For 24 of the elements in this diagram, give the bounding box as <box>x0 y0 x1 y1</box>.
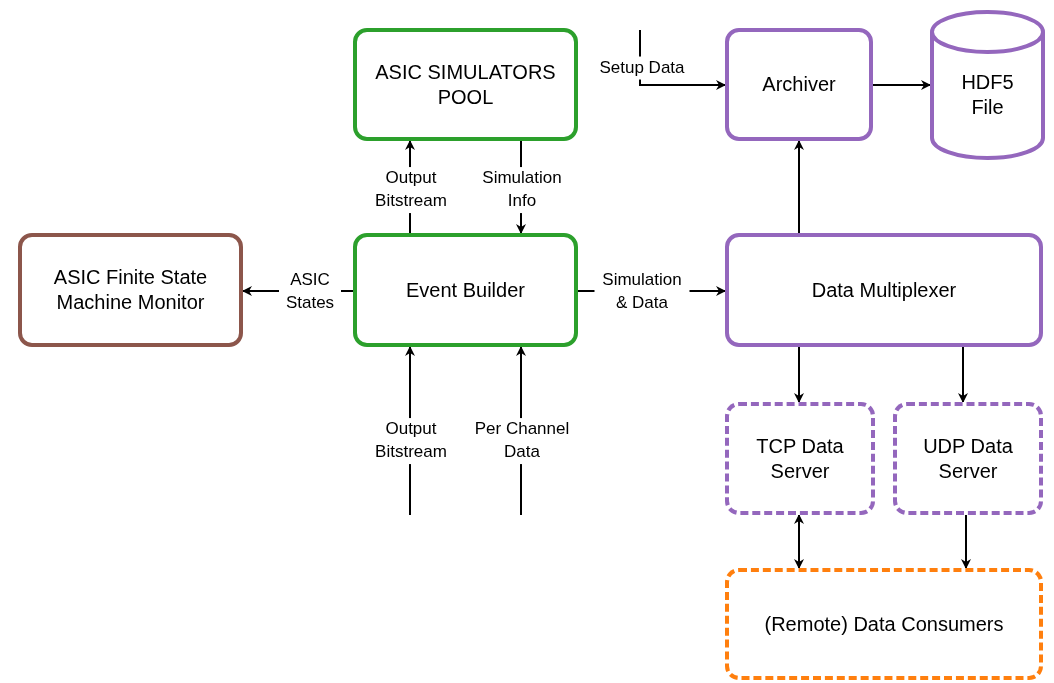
arrow <box>794 346 804 403</box>
node-label: Event Builder <box>405 277 526 303</box>
server-box <box>893 402 1043 515</box>
node-label: ASIC Finite State Machine Monitor <box>52 265 209 315</box>
process-box <box>353 233 578 347</box>
node-label: ASIC SIMULATORS POOL <box>374 59 557 110</box>
arrow <box>794 140 804 234</box>
node-label: Data Multiplexer <box>810 277 958 303</box>
server-box <box>725 402 875 515</box>
arrow <box>872 80 931 90</box>
process-box <box>725 233 1043 347</box>
node-label: (Remote) Data Consumers <box>763 611 1005 637</box>
node-label: HDF5 File <box>960 70 1015 120</box>
process-box <box>725 28 873 141</box>
arrow <box>794 514 804 569</box>
node-label: TCP Data Server <box>755 433 845 484</box>
node-label: UDP Data Server <box>922 433 1014 484</box>
process-box <box>353 28 578 141</box>
arrow <box>961 514 971 569</box>
consumer-box <box>725 568 1043 680</box>
process-box <box>18 233 243 347</box>
node-label: Archiver <box>761 72 837 97</box>
storage-cylinder <box>930 10 1045 160</box>
arrow <box>958 346 968 403</box>
